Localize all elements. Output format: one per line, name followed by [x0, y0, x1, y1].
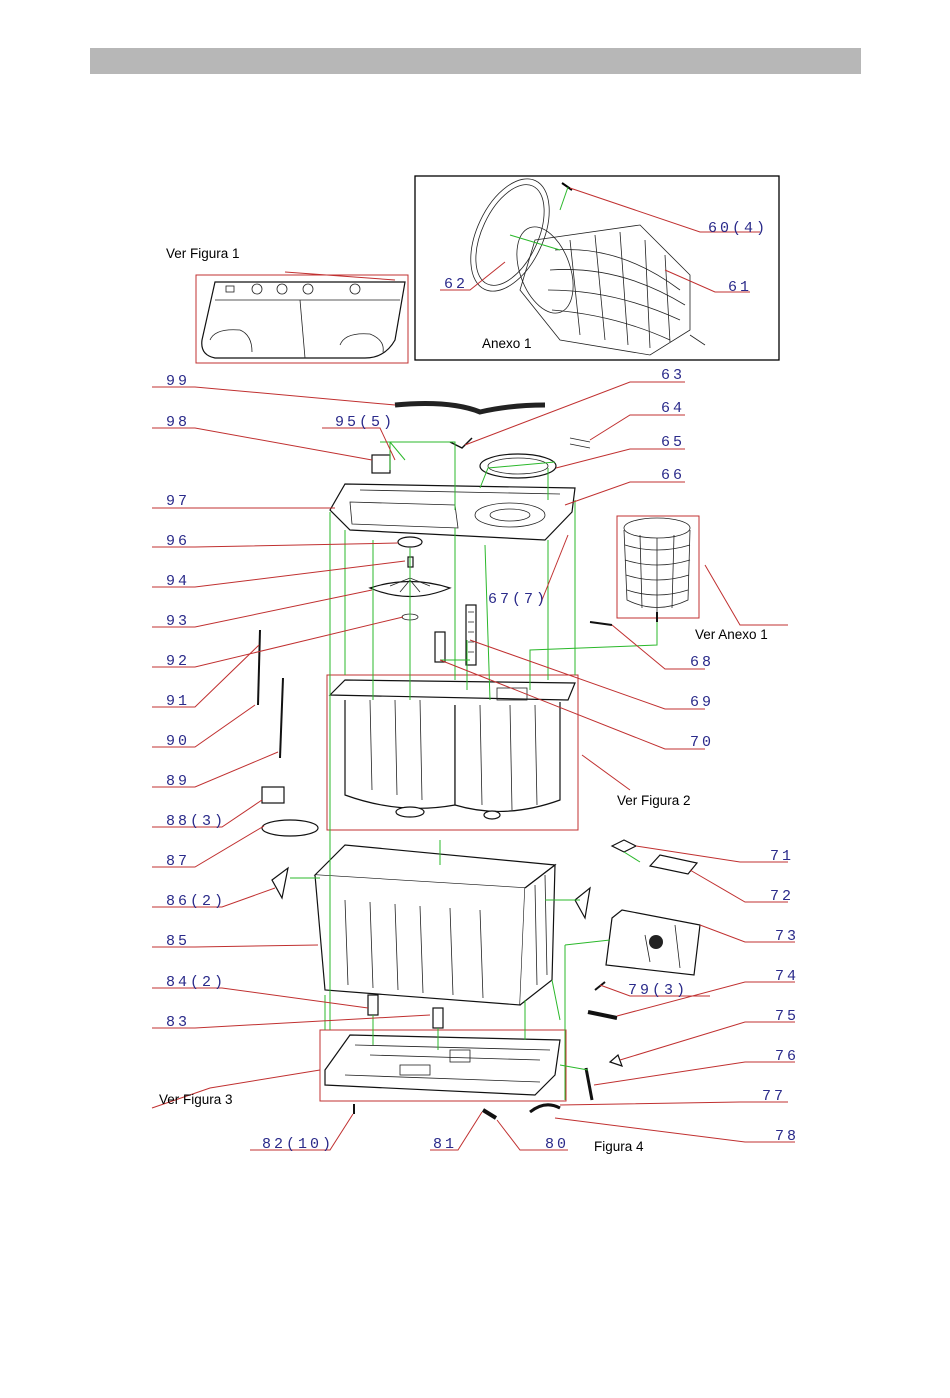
callout-77: 77: [762, 1088, 786, 1105]
part-76-pin: [586, 1068, 592, 1100]
label-ver-figura-2: Ver Figura 2: [617, 793, 691, 808]
callout-66: 66: [661, 467, 685, 484]
callout-97: 97: [166, 493, 190, 510]
callout-71: 71: [770, 848, 794, 865]
label-ver-figura-3: Ver Figura 3: [159, 1092, 233, 1107]
part-84-spacer: [368, 995, 378, 1015]
figure-1-panel: [196, 272, 408, 363]
label-anexo-1: Anexo 1: [482, 336, 532, 351]
callout-76: 76: [775, 1048, 799, 1065]
callout-93: 93: [166, 613, 190, 630]
callout-60: 60(4): [708, 220, 768, 237]
callout-92: 92: [166, 653, 190, 670]
callout-75: 75: [775, 1008, 799, 1025]
callout-95: 95(5): [335, 414, 395, 431]
spin-parts: [435, 605, 612, 665]
callout-83: 83: [166, 1014, 190, 1031]
part-77-hose: [530, 1105, 560, 1112]
callout-96: 96: [166, 533, 190, 550]
callout-87: 87: [166, 853, 190, 870]
callout-85: 85: [166, 933, 190, 950]
callout-79: 79(3): [628, 982, 688, 999]
callout-88: 88(3): [166, 813, 226, 830]
callout-70: 70: [690, 734, 714, 751]
callout-64: 64: [661, 400, 685, 417]
callout-99: 99: [166, 373, 190, 390]
callout-68: 68: [690, 654, 714, 671]
part-96-filter: [398, 537, 422, 547]
part-81-clamp: [483, 1110, 496, 1118]
part-85-cabinet: [315, 845, 555, 1005]
part-86-foot: [272, 868, 288, 898]
part-72-plate: [650, 855, 697, 874]
part-88-bracket: [262, 787, 284, 803]
callout-69: 69: [690, 694, 714, 711]
part-71-clip: [612, 840, 636, 852]
callout-84: 84(2): [166, 974, 226, 991]
callout-63: 63: [661, 367, 685, 384]
callout-74: 74: [775, 968, 799, 985]
callout-78: 78: [775, 1128, 799, 1145]
annex-1-frame: [415, 176, 779, 360]
callout-67: 67(7): [488, 591, 548, 608]
callout-91: 91: [166, 693, 190, 710]
part-87-belt: [262, 820, 318, 836]
part-68-shaft: [590, 622, 612, 625]
figure-3-base: [320, 995, 566, 1118]
callout-61: 61: [728, 279, 752, 296]
part-97-top-cover: [330, 484, 575, 540]
callout-94: 94: [166, 573, 190, 590]
callout-90: 90: [166, 733, 190, 750]
callout-82: 82(10): [262, 1136, 334, 1153]
part-74-hose: [588, 1012, 617, 1018]
callout-72: 72: [770, 888, 794, 905]
callout-80: 80: [545, 1136, 569, 1153]
part-70-block: [435, 632, 445, 662]
callout-73: 73: [775, 928, 799, 945]
part-89-rod: [280, 678, 283, 758]
label-ver-figura-1: Ver Figura 1: [166, 246, 240, 261]
callout-81: 81: [433, 1136, 457, 1153]
top-hardware: [372, 404, 590, 478]
callout-98: 98: [166, 414, 190, 431]
part-61-spin-basket: [506, 219, 705, 355]
callout-65: 65: [661, 434, 685, 451]
callout-62: 62: [444, 276, 468, 293]
label-ver-anexo-1: Ver Anexo 1: [695, 627, 768, 642]
callout-86: 86(2): [166, 893, 226, 910]
part-90-rod: [258, 630, 260, 705]
part-75-cap: [610, 1055, 622, 1066]
part-83-spacer: [433, 1008, 443, 1028]
annex-ref-basket: [617, 516, 699, 622]
figure-2-wash-tub: [327, 675, 578, 830]
label-figura-4: Figura 4: [594, 1139, 644, 1154]
callout-89: 89: [166, 773, 190, 790]
annex-1-panel: [415, 167, 779, 360]
